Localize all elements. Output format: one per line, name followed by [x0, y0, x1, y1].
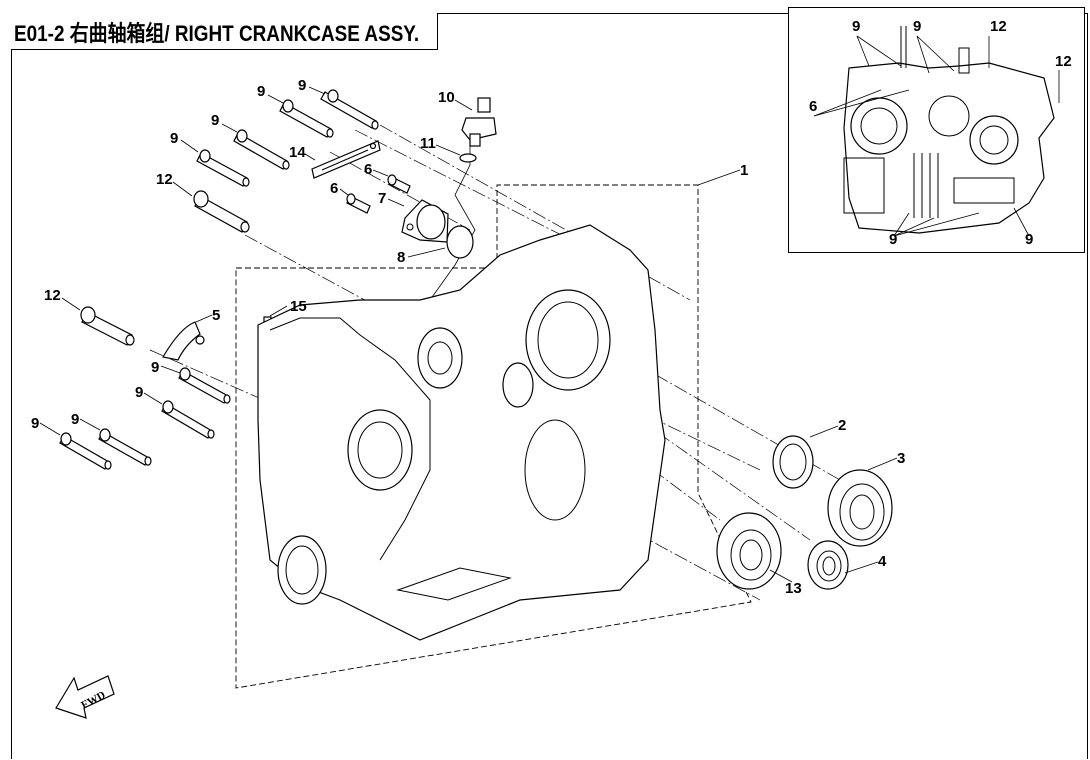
callout-4: 4: [878, 553, 887, 570]
washer-11[interactable]: [459, 153, 477, 163]
bolt-9-e[interactable]: [178, 367, 231, 404]
inset-view: 9 9 12 12 6 9 9: [788, 7, 1085, 253]
inset-callout-9: 9: [913, 18, 921, 35]
inset-callout-9: 9: [889, 231, 897, 248]
oil-seal-2[interactable]: [772, 435, 814, 489]
bearing-4[interactable]: [807, 540, 849, 590]
callout-9: 9: [298, 77, 306, 94]
bolt-9-f[interactable]: [161, 400, 215, 439]
bolt-9-g[interactable]: [98, 428, 152, 466]
diagram-title: E01-2 右曲轴箱组/ RIGHT CRANKCASE ASSY.: [14, 21, 420, 46]
bearing-3[interactable]: [827, 469, 893, 547]
crankcase-1[interactable]: [257, 224, 666, 641]
inset-callout-12: 12: [1055, 53, 1072, 70]
callout-12: 12: [44, 287, 61, 304]
bolt-12-b[interactable]: [80, 306, 135, 346]
callout-12: 12: [156, 171, 173, 188]
diagram-frame: [11, 13, 1088, 759]
bolt-9-b[interactable]: [279, 99, 334, 138]
bearing-13[interactable]: [716, 512, 782, 590]
bolt-9-c[interactable]: [233, 129, 290, 170]
callout-13: 13: [785, 580, 802, 597]
callout-9: 9: [71, 411, 79, 428]
callout-9: 9: [257, 83, 265, 100]
inset-drawing: 9 9 12 12 6 9 9: [809, 18, 1072, 248]
callout-11: 11: [420, 135, 436, 152]
cover-7[interactable]: [401, 199, 449, 243]
callout-10: 10: [438, 89, 455, 106]
callout-6: 6: [364, 161, 372, 178]
inset-callout-6: 6: [809, 98, 817, 115]
callout-5: 5: [212, 307, 220, 324]
callout-9: 9: [31, 415, 39, 432]
callout-7: 7: [378, 190, 386, 207]
bolt-12-a[interactable]: [193, 190, 250, 233]
callout-9: 9: [151, 359, 159, 376]
callout-15: 15: [290, 298, 307, 315]
callout-leaders: [39, 86, 898, 583]
inset-callout-9: 9: [852, 18, 860, 35]
bolt-6-b[interactable]: [346, 193, 371, 214]
inset-callout-12: 12: [990, 18, 1007, 35]
callout-9: 9: [170, 130, 178, 147]
o-ring-8[interactable]: [446, 225, 474, 259]
title-box: [11, 13, 438, 50]
inset-callout-9: 9: [1025, 231, 1033, 248]
bolt-9-a[interactable]: [320, 89, 379, 130]
plate-14[interactable]: [311, 140, 381, 179]
callout-labels: 9 9 9 9 12 14 10 11 6 6 7 8 1 12 5 15 9 …: [31, 77, 905, 597]
callout-6: 6: [330, 180, 338, 197]
callout-2: 2: [838, 417, 846, 434]
assembly-group-outline: [235, 184, 752, 689]
fwd-arrow-icon: FWD: [55, 675, 115, 719]
bolt-6-a[interactable]: [387, 174, 411, 194]
callout-9: 9: [211, 112, 219, 129]
callout-9: 9: [135, 384, 143, 401]
bracket-5[interactable]: [162, 321, 205, 361]
callout-1: 1: [740, 162, 748, 179]
callout-3: 3: [897, 450, 905, 467]
callout-14: 14: [289, 144, 306, 161]
sensor-10[interactable]: [461, 97, 497, 147]
bolt-9-d[interactable]: [196, 149, 250, 187]
callout-8: 8: [397, 249, 405, 266]
bolt-9-h[interactable]: [59, 432, 112, 470]
